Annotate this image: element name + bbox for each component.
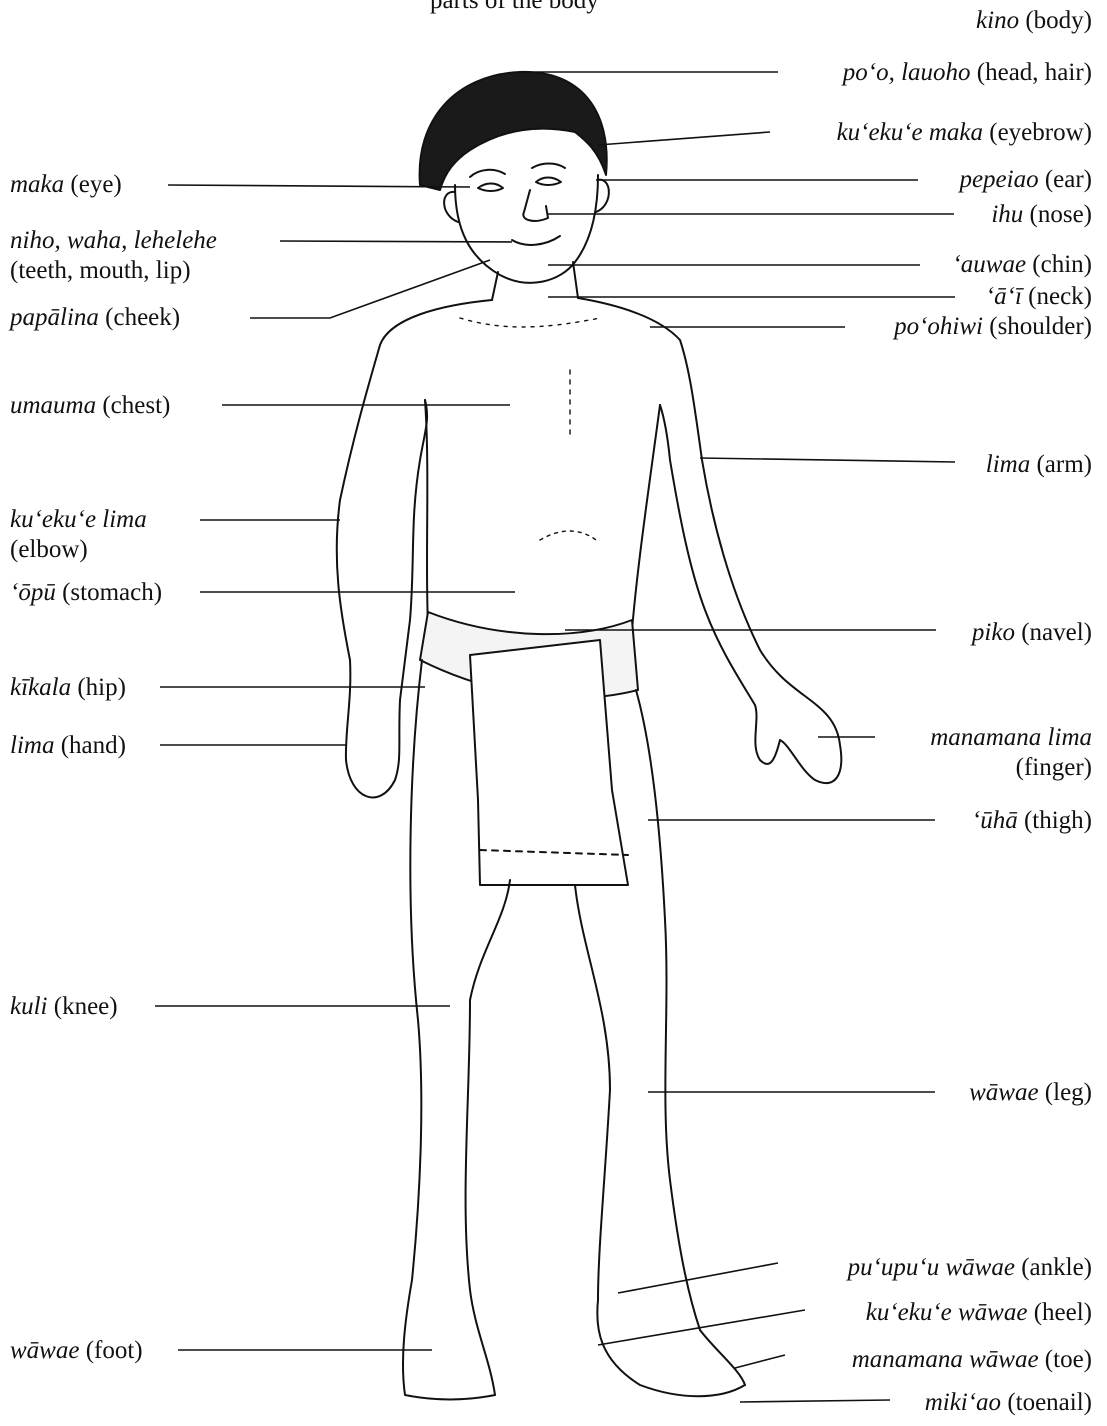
- term: manamana wāwae: [852, 1346, 1039, 1373]
- term: ʻūhā: [972, 807, 1018, 834]
- term: lima: [986, 451, 1030, 478]
- gloss: (foot): [86, 1337, 143, 1364]
- term: piko: [972, 619, 1015, 646]
- gloss: (ear): [1045, 166, 1092, 193]
- label-eye: maka (eye): [10, 172, 122, 197]
- gloss: (leg): [1045, 1079, 1092, 1106]
- term: pepeiao: [959, 166, 1038, 193]
- gloss: (hip): [77, 674, 126, 701]
- label-toenail: mikiʻao (toenail): [925, 1390, 1092, 1415]
- term: papālina: [10, 304, 99, 331]
- term: kuʻekuʻe lima: [10, 506, 147, 533]
- gloss: (shoulder): [989, 313, 1092, 340]
- label-thigh: ʻūhā (thigh): [972, 808, 1092, 833]
- term: ʻāʻī: [986, 283, 1022, 310]
- label-ankle: puʻupuʻu wāwae (ankle): [848, 1255, 1092, 1280]
- label-hip: kīkala (hip): [10, 675, 126, 700]
- gloss: (toenail): [1007, 1389, 1092, 1416]
- gloss: (chest): [102, 392, 170, 419]
- term: ihu: [991, 201, 1023, 228]
- term: kuli: [10, 993, 48, 1020]
- term: maka: [10, 171, 64, 198]
- term: poʻo, lauoho: [843, 59, 971, 86]
- term: wāwae: [969, 1079, 1038, 1106]
- label-toe: manamana wāwae (toe): [852, 1347, 1092, 1372]
- label-arm: lima (arm): [986, 452, 1092, 477]
- torso-outline: [337, 300, 492, 797]
- label-leg: wāwae (leg): [969, 1080, 1092, 1105]
- term: ʻauwae: [952, 251, 1026, 278]
- gloss: (eyebrow): [989, 119, 1092, 146]
- gloss: (body): [1025, 7, 1092, 34]
- gloss: (knee): [54, 993, 118, 1020]
- face: [455, 175, 598, 283]
- hair: [420, 72, 607, 190]
- label-head-hair: poʻo, lauoho (head, hair): [843, 60, 1092, 85]
- label-mouth-gloss: (teeth, mouth, lip): [10, 258, 191, 283]
- term: niho, waha, lehelehe: [10, 227, 217, 254]
- gloss: (head, hair): [977, 59, 1092, 86]
- label-finger-gloss: (finger): [1016, 755, 1092, 780]
- label-chest: umauma (chest): [10, 393, 170, 418]
- term: kuʻekuʻe wāwae: [866, 1299, 1028, 1326]
- gloss: (eye): [70, 171, 121, 198]
- label-stomach: ʻōpū (stomach): [10, 580, 162, 605]
- label-ear: pepeiao (ear): [959, 167, 1092, 192]
- gloss: (hand): [61, 732, 126, 759]
- label-foot: wāwae (foot): [10, 1338, 143, 1363]
- label-navel: piko (navel): [972, 620, 1092, 645]
- gloss: (neck): [1028, 283, 1092, 310]
- label-knee: kuli (knee): [10, 994, 118, 1019]
- gloss: (cheek): [105, 304, 180, 331]
- term: wāwae: [10, 1337, 79, 1364]
- term: kīkala: [10, 674, 71, 701]
- label-mouth: niho, waha, lehelehe: [10, 228, 217, 253]
- gloss: (chin): [1032, 251, 1092, 278]
- label-neck: ʻāʻī (neck): [986, 284, 1092, 309]
- gloss: (arm): [1036, 451, 1092, 478]
- gloss: (heel): [1034, 1299, 1092, 1326]
- term: umauma: [10, 392, 96, 419]
- label-heel: kuʻekuʻe wāwae (heel): [866, 1300, 1092, 1325]
- gloss: (thigh): [1024, 807, 1092, 834]
- gloss: (nose): [1030, 201, 1092, 228]
- term: kuʻekuʻe maka: [837, 119, 983, 146]
- term: ʻōpū: [10, 579, 56, 606]
- label-cheek: papālina (cheek): [10, 305, 180, 330]
- term: lima: [10, 732, 54, 759]
- label-elbow-gloss: (elbow): [10, 537, 88, 562]
- label-body: kino (body): [976, 8, 1092, 33]
- label-eyebrow: kuʻekuʻe maka (eyebrow): [837, 120, 1092, 145]
- term: puʻupuʻu wāwae: [848, 1254, 1015, 1281]
- term: manamana lima: [930, 724, 1092, 751]
- label-chin: ʻauwae (chin): [952, 252, 1092, 277]
- figure-caption: parts of the body: [430, 0, 599, 13]
- label-hand: lima (hand): [10, 733, 126, 758]
- term: poʻohiwi: [894, 313, 983, 340]
- label-nose: ihu (nose): [991, 202, 1092, 227]
- term: kino: [976, 7, 1019, 34]
- term: mikiʻao: [925, 1389, 1001, 1416]
- label-finger: manamana lima: [930, 725, 1092, 750]
- gloss: (toe): [1045, 1346, 1092, 1373]
- gloss: (ankle): [1021, 1254, 1092, 1281]
- label-shoulder: poʻohiwi (shoulder): [894, 314, 1092, 339]
- label-elbow: kuʻekuʻe lima: [10, 507, 147, 532]
- gloss: (stomach): [62, 579, 162, 606]
- gloss: (navel): [1021, 619, 1092, 646]
